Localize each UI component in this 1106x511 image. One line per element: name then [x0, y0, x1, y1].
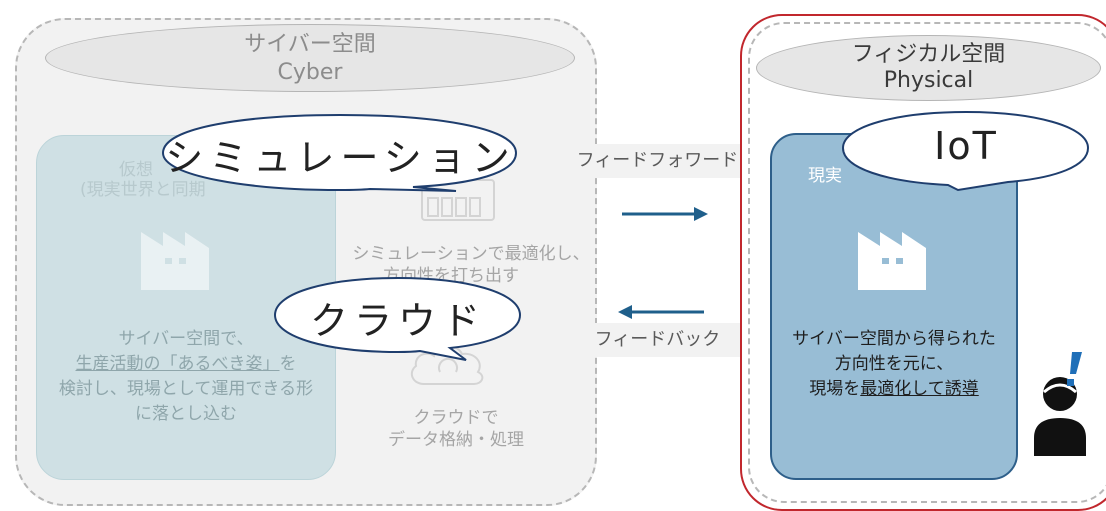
physical-title-en: Physical: [883, 68, 974, 93]
simulation-callout-text: シミュレーション: [165, 136, 516, 180]
real-heading: 現実: [808, 166, 842, 186]
cyber-title-jp: サイバー空間: [244, 32, 376, 57]
virtual-desc-line2: 生産活動の「あるべき姿」を: [36, 352, 336, 377]
factory-icon: [858, 232, 926, 290]
physical-title-oval: [756, 35, 1101, 101]
virtual-desc-line1: サイバー空間で、: [118, 329, 254, 349]
virtual-heading-line2: (現実世界と同期: [80, 180, 206, 200]
virtual-heading-line1: 仮想: [119, 160, 153, 180]
virtual-desc-line4: に落とし込む: [135, 404, 237, 424]
exclamation-icon: [1067, 352, 1082, 386]
virtual-desc-line2-tail: を: [279, 354, 297, 374]
real-box: [770, 133, 1018, 480]
virtual-desc-line2-underlined: 生産活動の「あるべき姿」: [75, 354, 280, 374]
real-desc: サイバー空間から得られた 方向性を元に、 現場を最適化して誘導: [770, 327, 1018, 402]
real-desc-line3: 現場を最適化して誘導: [770, 377, 1018, 402]
virtual-desc-line3: 検討し、現場として運用できる形: [58, 379, 314, 399]
cloud-note-line2: データ格納・処理: [388, 430, 524, 450]
iot-callout-bubble: [841, 110, 1090, 192]
cloud-callout-bubble: [273, 276, 522, 361]
iot-callout-text: IoT: [934, 124, 998, 168]
real-desc-line1: サイバー空間から得られた: [792, 329, 996, 349]
real-desc-line3-underlined: 最適化して誘導: [860, 379, 979, 399]
cloud-callout-text: クラウド: [309, 299, 486, 343]
feedback-label: フィードバック: [550, 323, 765, 357]
simulation-callout-bubble: [161, 113, 518, 192]
physical-title-jp: フィジカル空間: [851, 42, 1006, 67]
real-desc-line3-head: 現場を: [809, 379, 861, 399]
cloud-note-line1: クラウドで: [413, 408, 499, 428]
virtual-desc: サイバー空間で、 生産活動の「あるべき姿」を 検討し、現場として運用できる形 に…: [36, 327, 336, 427]
factory-icon: [141, 232, 209, 290]
cyber-title-oval: [45, 24, 575, 92]
simulation-note-line1: シミュレーションで最適化し、: [352, 244, 590, 264]
real-desc-line2: 方向性を元に、: [834, 354, 954, 374]
arrow-left-icon: [618, 305, 704, 319]
cyber-title-en: Cyber: [277, 60, 343, 85]
arrow-right-icon: [622, 207, 708, 221]
feedforward-label: フィードフォワード: [550, 144, 765, 178]
